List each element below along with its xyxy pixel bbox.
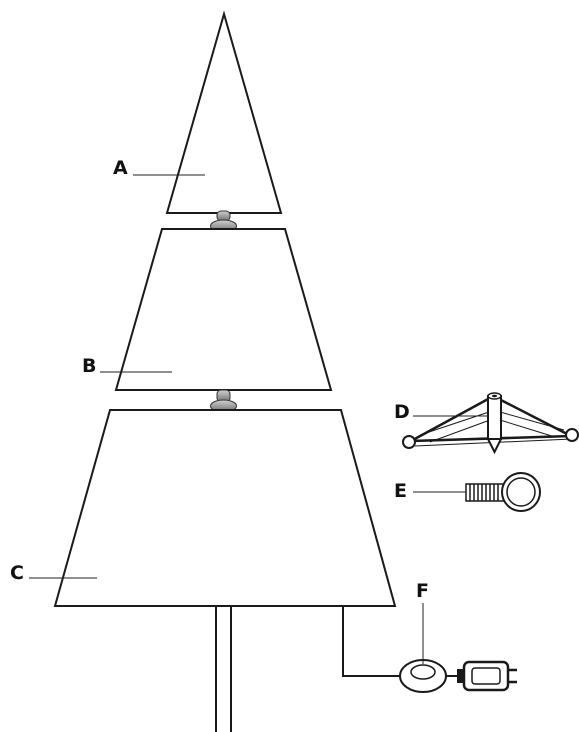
tree-section-b — [114, 228, 333, 391]
tree-section-b-shape — [114, 228, 333, 391]
center-pole — [215, 606, 232, 732]
label-group-e: E — [394, 480, 466, 502]
tree-section-a-shape — [165, 10, 283, 214]
connector-b-c — [210, 389, 237, 413]
part-label-f: F — [416, 580, 429, 602]
part-label-b: B — [82, 355, 96, 377]
part-label-a: A — [113, 157, 128, 179]
tree-section-c — [53, 409, 397, 607]
power-adapter — [446, 660, 517, 692]
foot-switch-f — [399, 659, 447, 693]
label-group-d: D — [394, 401, 488, 423]
part-label-e: E — [394, 480, 407, 502]
tree-section-c-shape — [53, 409, 397, 607]
tree-stand-d — [402, 392, 579, 455]
power-cord — [342, 606, 405, 677]
label-group-f: F — [416, 580, 429, 664]
part-label-d: D — [394, 401, 410, 423]
label-group-b: B — [82, 355, 172, 377]
label-group-a: A — [113, 157, 205, 179]
screw-e — [465, 472, 541, 512]
tree-section-a — [165, 10, 283, 214]
part-label-c: C — [10, 562, 24, 584]
label-group-c: C — [10, 562, 97, 584]
